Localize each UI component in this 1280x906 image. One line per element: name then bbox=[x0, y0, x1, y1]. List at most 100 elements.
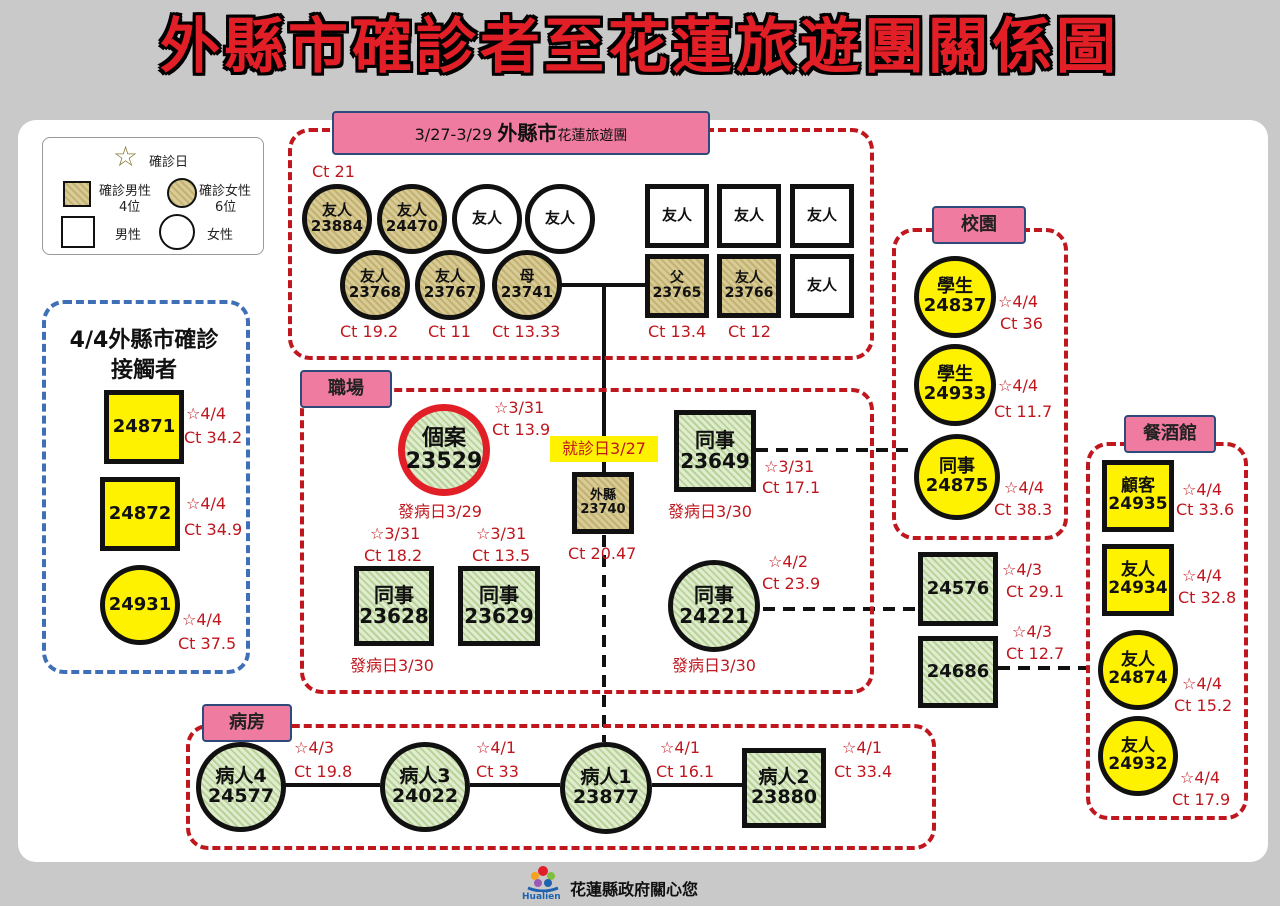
role: 個案 bbox=[421, 425, 466, 451]
legend-female-pos-count: 6位 bbox=[215, 200, 237, 215]
ct-value: Ct 36 bbox=[1000, 314, 1043, 333]
case-id: 23884 bbox=[310, 217, 364, 235]
confirm-date: ☆4/1 bbox=[476, 738, 517, 757]
confirm-date: ☆4/4 bbox=[998, 292, 1039, 311]
campus-tag: 校園 bbox=[932, 206, 1026, 244]
case-id: 23768 bbox=[348, 283, 402, 301]
role: 同事 bbox=[695, 428, 735, 452]
legend-male-pos-swatch bbox=[63, 181, 91, 207]
case-id: 24874 bbox=[1108, 668, 1168, 688]
role: 友人 bbox=[1121, 560, 1155, 581]
case-id: 24686 bbox=[926, 660, 990, 682]
workplace-tag: 職場 bbox=[300, 370, 392, 408]
role: 友人 bbox=[1121, 736, 1155, 757]
ct-value: Ct 19.2 bbox=[340, 322, 399, 341]
confirm-date: ☆3/31 bbox=[494, 398, 545, 417]
role: 友人 bbox=[471, 209, 502, 228]
case-id: 24022 bbox=[391, 785, 459, 807]
legend-female: 女性 bbox=[207, 228, 234, 243]
ct-value: Ct 20.47 bbox=[568, 544, 637, 563]
logo-text: Hualien bbox=[522, 892, 561, 902]
case-id: 24470 bbox=[385, 217, 439, 235]
confirm-date: ☆4/3 bbox=[294, 738, 335, 757]
legend-female-pos: 確診女性 bbox=[199, 184, 252, 199]
footer-text: 花蓮縣政府關心您 bbox=[570, 880, 699, 899]
page-title: 外縣市確診者至花蓮旅遊團關係圖 bbox=[160, 12, 1120, 82]
contacts-title-1: 4/4外縣市確診 bbox=[69, 328, 219, 353]
ct-value: Ct 23.9 bbox=[762, 574, 821, 593]
role: 同事 bbox=[479, 583, 519, 607]
role: 病人3 bbox=[399, 765, 451, 788]
case-id: 24577 bbox=[207, 785, 275, 807]
confirm-date: ☆4/4 bbox=[1180, 768, 1221, 787]
case-id: 23649 bbox=[680, 449, 750, 473]
confirm-date: ☆4/1 bbox=[660, 738, 701, 757]
role: 學生 bbox=[937, 276, 973, 298]
ct-value: Ct 34.9 bbox=[184, 520, 243, 539]
onset-date: 發病日3/30 bbox=[350, 656, 434, 675]
confirm-date: ☆3/31 bbox=[370, 524, 421, 543]
ct-value: Ct 12.7 bbox=[1006, 644, 1065, 663]
case-id: 23767 bbox=[423, 283, 477, 301]
friend-node: 友人 bbox=[525, 184, 595, 254]
confirm-date: ☆4/1 bbox=[842, 738, 883, 757]
ct-value: Ct 33 bbox=[476, 762, 519, 781]
legend-male: 男性 bbox=[115, 228, 142, 243]
confirm-date: ☆4/4 bbox=[182, 610, 223, 629]
ct-value: Ct 38.3 bbox=[994, 500, 1053, 519]
case-node-24872: 24872 bbox=[100, 477, 180, 551]
contacts-group bbox=[42, 300, 250, 674]
case-id: 24576 bbox=[926, 577, 990, 599]
case-node-24686: 24686 bbox=[918, 636, 998, 708]
role: 學生 bbox=[937, 364, 973, 386]
clinic-date: 就診日3/27 bbox=[550, 436, 658, 462]
confirm-date: ☆4/3 bbox=[1012, 622, 1053, 641]
ct-value: Ct 13.33 bbox=[492, 322, 561, 341]
case-node-24576: 24576 bbox=[918, 552, 998, 626]
ct-value: Ct 17.1 bbox=[762, 478, 821, 497]
case-id: 23529 bbox=[405, 449, 483, 474]
friend-node: 友人 bbox=[790, 184, 854, 248]
case-id: 23628 bbox=[359, 604, 429, 628]
case-id: 23629 bbox=[464, 604, 534, 628]
ct-value: Ct 29.1 bbox=[1006, 582, 1065, 601]
ct-value: Ct 33.4 bbox=[834, 762, 893, 781]
ct-value: Ct 21 bbox=[312, 162, 355, 181]
case-id: 24875 bbox=[925, 475, 989, 496]
confirm-date: ☆4/4 bbox=[1004, 478, 1045, 497]
legend-male-pos-count: 4位 bbox=[119, 200, 141, 215]
tour-tag: 3/27-3/29 外縣市花蓮旅遊團 bbox=[332, 111, 710, 155]
ct-value: Ct 15.2 bbox=[1174, 696, 1233, 715]
case-id: 23741 bbox=[500, 283, 554, 301]
role: 外縣 bbox=[589, 488, 616, 504]
role: 病人4 bbox=[215, 765, 267, 788]
case-id: 23877 bbox=[572, 786, 640, 808]
star-icon: ☆ bbox=[113, 140, 139, 173]
confirm-date: ☆4/4 bbox=[186, 494, 227, 513]
case-id: 24872 bbox=[108, 502, 172, 524]
case-id: 24871 bbox=[112, 415, 176, 437]
ct-value: Ct 13.9 bbox=[492, 420, 551, 439]
ct-value: Ct 13.4 bbox=[648, 322, 707, 341]
role: 友人 bbox=[733, 206, 764, 225]
role: 同事 bbox=[694, 583, 734, 607]
confirm-date: ☆4/4 bbox=[1182, 674, 1223, 693]
case-id: 23740 bbox=[580, 502, 626, 517]
role: 友人 bbox=[806, 206, 837, 225]
legend-male-pos: 確診男性 bbox=[99, 184, 152, 199]
role: 友人 bbox=[396, 201, 427, 220]
